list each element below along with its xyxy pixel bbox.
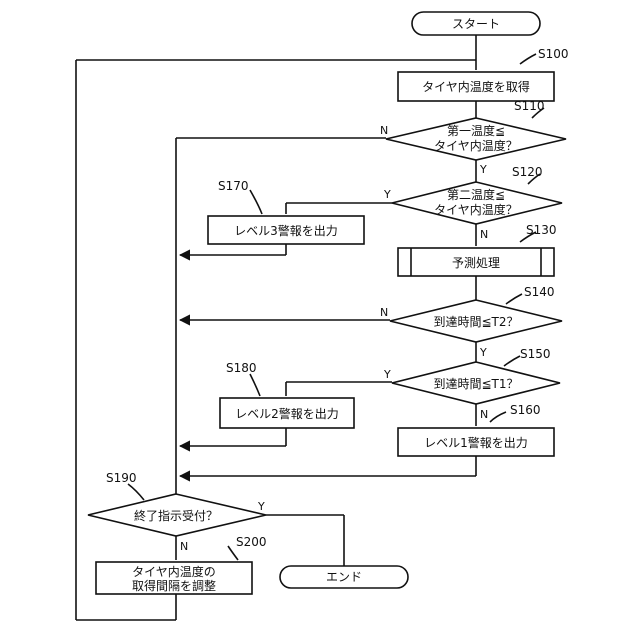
step-label-s120: S120 — [512, 165, 543, 179]
s140-text: 到達時間≦T2？ — [433, 315, 518, 329]
s140-no-marker: N — [380, 306, 388, 319]
step-label-s130: S130 — [526, 223, 557, 237]
step-label-s190: S190 — [106, 471, 137, 485]
s110-yes-marker: Y — [479, 163, 487, 176]
process-s160: レベル1警報を出力 — [398, 428, 554, 456]
step-label-s180: S180 — [226, 361, 257, 375]
leader-s190 — [128, 484, 144, 500]
s120-yes-marker: Y — [383, 188, 391, 201]
s100-text: タイヤ内温度を取得 — [422, 79, 530, 94]
decision-s150: 到達時間≦T1？ — [392, 362, 560, 404]
s130-text: 予測処理 — [452, 256, 500, 270]
decision-s190: 終了指示受付？ — [88, 494, 266, 536]
end-label: エンド — [326, 570, 362, 584]
s200-text-line2: 取得間隔を調整 — [132, 578, 216, 593]
s110-text-line2: タイヤ内温度？ — [434, 138, 518, 153]
s190-text: 終了指示受付？ — [134, 508, 218, 523]
s120-text-line2: タイヤ内温度？ — [434, 202, 518, 217]
s180-text: レベル2警報を出力 — [235, 406, 339, 421]
process-s100: タイヤ内温度を取得 — [398, 72, 554, 101]
s190-yes-marker: Y — [257, 500, 265, 513]
leader-s150 — [504, 356, 520, 366]
s110-text-line1: 第一温度≦ — [447, 123, 505, 138]
leader-s140 — [506, 294, 522, 304]
start-label: スタート — [452, 17, 500, 31]
s160-text: レベル1警報を出力 — [424, 435, 528, 450]
leader-s170 — [250, 190, 262, 214]
s150-text: 到達時間≦T1？ — [433, 377, 518, 391]
s190-no-marker: N — [180, 540, 188, 553]
start-terminal: スタート — [412, 12, 540, 35]
s150-no-marker: N — [480, 408, 488, 421]
leader-s160 — [490, 412, 506, 422]
s110-no-marker: N — [380, 124, 388, 137]
s120-text-line1: 第二温度≦ — [447, 187, 505, 202]
s200-text-line1: タイヤ内温度の — [132, 564, 216, 579]
process-s180: レベル2警報を出力 — [220, 398, 354, 428]
process-s200: タイヤ内温度の 取得間隔を調整 — [96, 562, 252, 594]
end-terminal: エンド — [280, 566, 408, 588]
decision-s140: 到達時間≦T2？ — [390, 300, 562, 342]
decision-s120: 第二温度≦ タイヤ内温度？ — [392, 182, 562, 224]
decision-s110: 第一温度≦ タイヤ内温度？ — [386, 118, 566, 160]
s120-no-marker: N — [480, 228, 488, 241]
s140-yes-marker: Y — [479, 346, 487, 359]
step-label-s150: S150 — [520, 347, 551, 361]
step-label-s170: S170 — [218, 179, 249, 193]
s170-text: レベル3警報を出力 — [234, 223, 338, 238]
process-s130: 予測処理 — [398, 248, 554, 276]
step-label-s100: S100 — [538, 47, 569, 61]
process-s170: レベル3警報を出力 — [208, 216, 364, 244]
step-label-s160: S160 — [510, 403, 541, 417]
step-label-s110: S110 — [514, 99, 545, 113]
leader-s180 — [250, 374, 260, 396]
s150-yes-marker: Y — [383, 368, 391, 381]
step-label-s200: S200 — [236, 535, 267, 549]
leader-s100 — [520, 54, 536, 64]
step-label-s140: S140 — [524, 285, 555, 299]
